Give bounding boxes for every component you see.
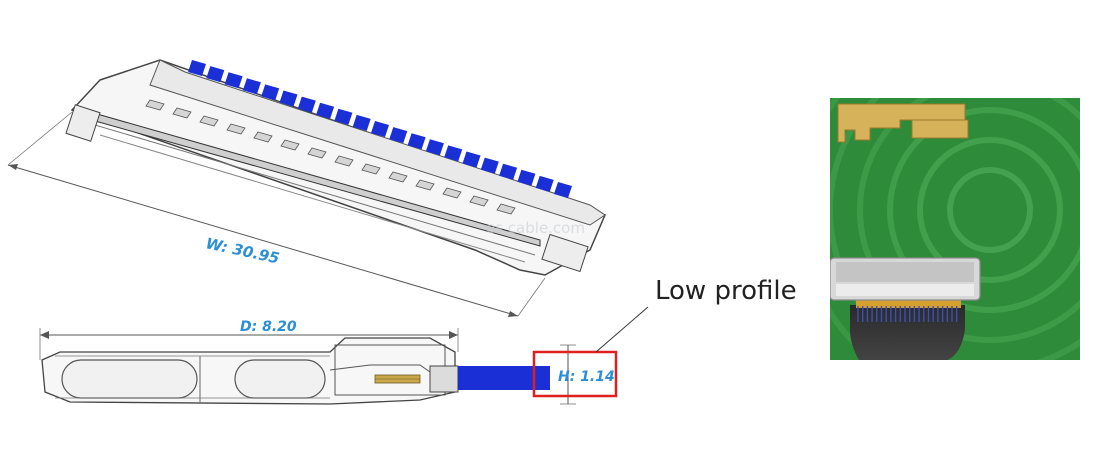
blue-pin: [444, 145, 463, 162]
height-label: H: 1.14: [558, 369, 615, 385]
contact-window: [253, 131, 273, 143]
side-capsule-left: [61, 359, 198, 399]
contact-window: [199, 115, 219, 127]
width-label: W: 30.95: [204, 234, 281, 267]
depth-label: D: 8.20: [240, 319, 297, 335]
blue-pin: [554, 182, 572, 198]
contact-window: [307, 147, 327, 159]
blue-pin: [334, 108, 353, 125]
contact-window: [442, 187, 462, 199]
callout-leader-line: [595, 306, 649, 353]
left-latch: [65, 104, 101, 142]
blue-pin: [279, 90, 298, 107]
blue-pin: [188, 60, 206, 76]
pcb-photo: [830, 98, 1080, 360]
blue-pin: [261, 84, 280, 101]
watermark-text: es cable.com: [486, 219, 585, 237]
blue-pin: [206, 66, 225, 83]
contact-window: [280, 139, 300, 151]
contact-window: [361, 163, 381, 175]
contact-window: [226, 123, 246, 135]
blue-pin: [352, 114, 371, 131]
contact-window: [469, 195, 489, 207]
blue-pin: [297, 96, 316, 113]
blue-pin: [480, 157, 499, 174]
cable-wires: [857, 306, 958, 322]
blue-pin: [242, 78, 261, 95]
contact-window: [334, 155, 354, 167]
blue-pin: [316, 102, 335, 119]
blue-pin: [407, 133, 426, 150]
connector-upper-rail: [149, 59, 606, 226]
blue-pin: [371, 121, 389, 137]
side-blue-cable: [458, 366, 550, 390]
blue-pin: [535, 175, 554, 192]
blue-pin: [224, 72, 243, 89]
side-profile-view: D: 8.20 H: 1.14: [39, 306, 649, 405]
contact-window: [496, 203, 516, 215]
blue-pins: [188, 60, 572, 198]
height-highlight-box: [532, 350, 618, 398]
blue-pin: [499, 163, 518, 180]
pcb-cable: [850, 305, 965, 360]
low-profile-callout: Low profile: [655, 276, 797, 306]
depth-dimension: D: 8.20: [39, 319, 459, 360]
side-capsule-right: [234, 359, 326, 399]
contact-window: [145, 99, 165, 111]
right-latch: [541, 233, 589, 273]
blue-pin: [425, 139, 444, 156]
height-dimension: [560, 344, 576, 405]
blue-pin: [517, 169, 536, 186]
blue-pin: [389, 127, 408, 144]
connector-body-outline: [70, 59, 607, 276]
isometric-connector-view: W: 30.95: [7, 59, 607, 317]
contact-windows: [145, 99, 516, 215]
signal-waves: [830, 98, 1080, 360]
contact-window: [415, 179, 435, 191]
contact-window: [172, 107, 192, 119]
contact-window: [388, 171, 408, 183]
blue-pin: [462, 151, 481, 168]
